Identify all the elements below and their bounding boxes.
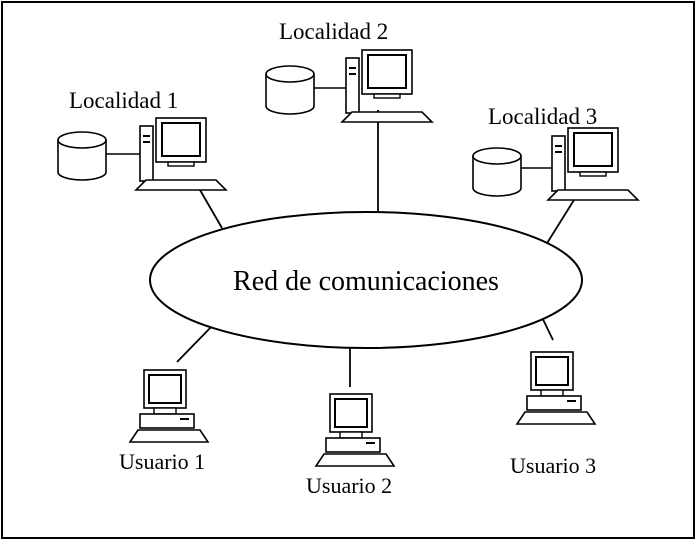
user-3: Usuario 3 <box>510 351 596 478</box>
database-cylinder-icon <box>472 147 522 197</box>
workstation-icon <box>341 49 433 123</box>
database-cylinder-icon <box>57 131 107 181</box>
link-site-1 <box>199 189 223 229</box>
database-cylinder-icon <box>265 65 315 115</box>
site-3: Localidad 3 <box>472 104 639 201</box>
network-label: Red de comunicaciones <box>233 266 499 297</box>
site-label: Localidad 1 <box>69 88 178 113</box>
communication-network: Red de comunicaciones <box>149 211 583 349</box>
link-site-3 <box>543 199 575 249</box>
user-computer-icon <box>315 393 395 467</box>
user-computer-icon <box>516 351 596 425</box>
site-1: Localidad 1 <box>57 88 227 191</box>
site-2: Localidad 2 <box>265 19 433 123</box>
user-label: Usuario 2 <box>306 473 392 498</box>
link-user-1 <box>176 323 215 363</box>
network-ellipse <box>149 211 583 349</box>
user-computer-icon <box>129 369 209 443</box>
workstation-icon <box>135 117 227 191</box>
user-label: Usuario 3 <box>510 453 596 478</box>
site-label: Localidad 2 <box>279 19 388 44</box>
user-2: Usuario 2 <box>306 393 395 498</box>
user-label: Usuario 1 <box>119 449 205 474</box>
workstation-icon <box>547 127 639 201</box>
user-1: Usuario 1 <box>119 369 209 474</box>
site-label: Localidad 3 <box>488 104 597 129</box>
